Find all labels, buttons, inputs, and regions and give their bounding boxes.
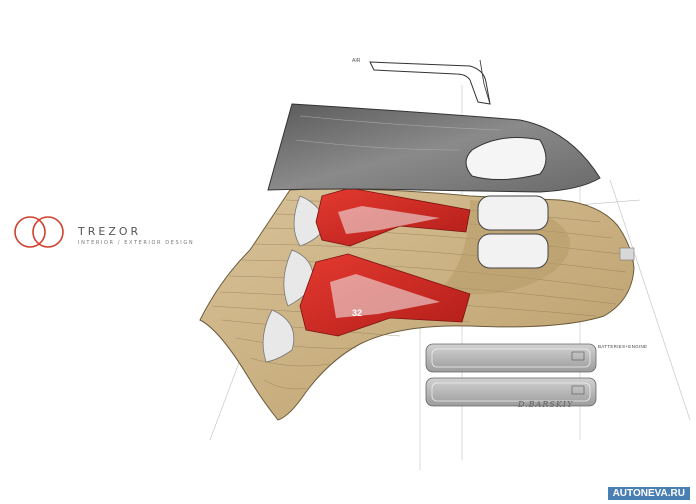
canopy <box>267 103 601 193</box>
air-label: AIR <box>352 58 361 64</box>
seat-rear <box>315 187 471 247</box>
batteries-label: BATTERIES+ENGINE <box>598 344 648 349</box>
side-shell <box>262 195 327 363</box>
watermark: AUTONEVA.RU <box>607 487 690 500</box>
seat-number: 32 <box>352 308 363 318</box>
battery-pack-upper <box>425 343 597 373</box>
designer-signature: D.BARSKIY <box>518 400 574 409</box>
seat-front <box>299 253 471 337</box>
brand-name: TREZOR <box>78 225 142 238</box>
floor-openings <box>477 195 549 269</box>
battery-pack-lower <box>425 377 597 407</box>
trezor-logo-rings <box>14 216 64 248</box>
brand-subtitle: INTERIOR / EXTERIOR DESIGN <box>78 240 195 246</box>
air-duct <box>369 59 491 105</box>
